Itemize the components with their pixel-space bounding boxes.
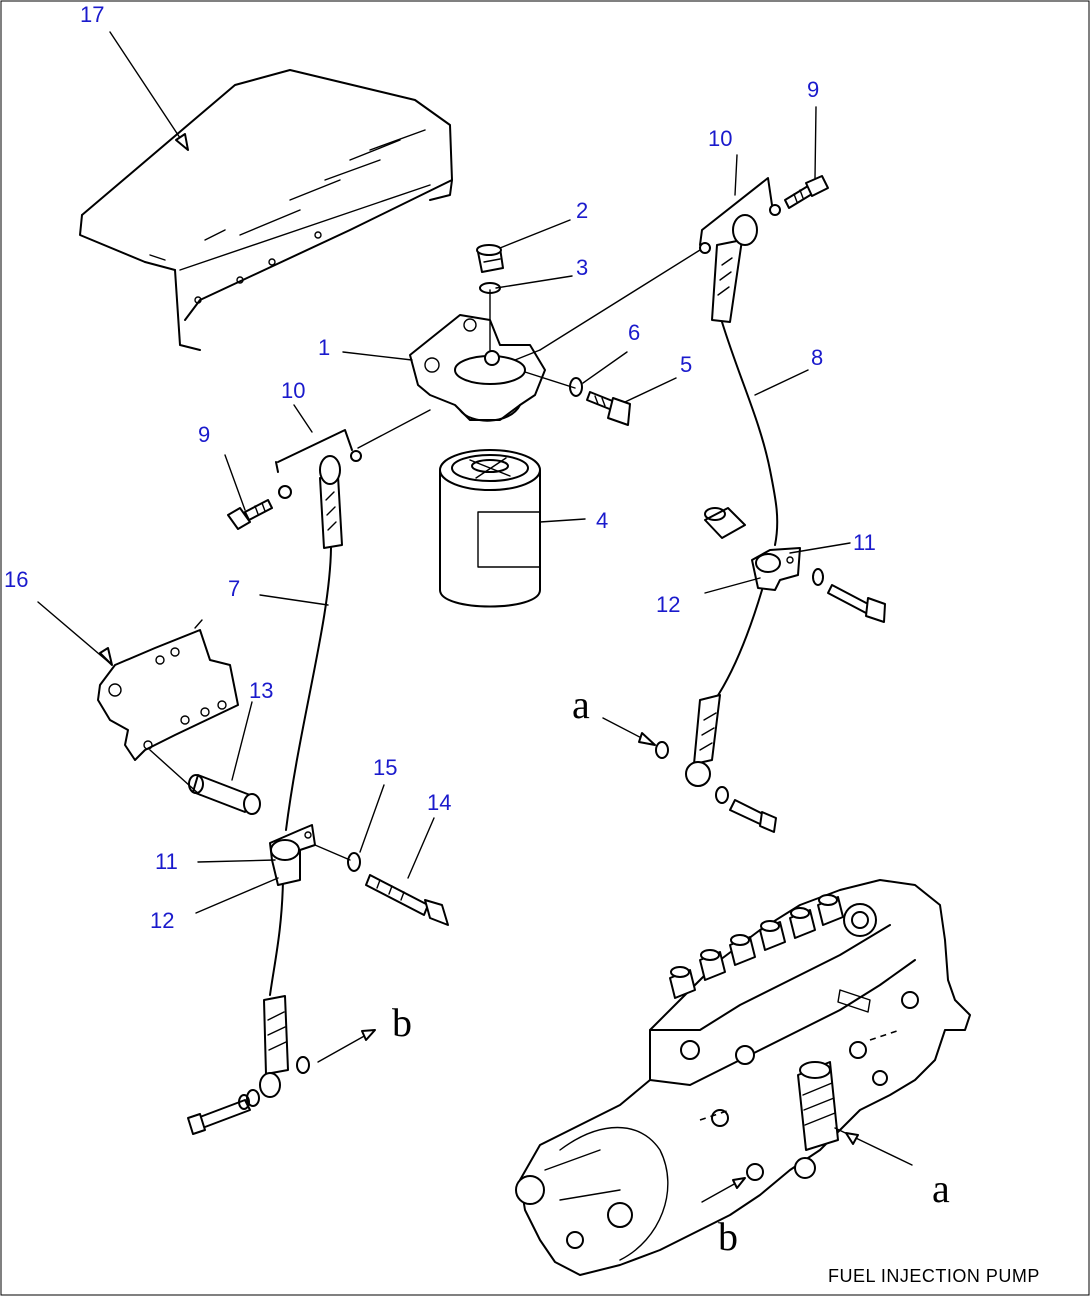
bolt-centerline: [524, 371, 576, 389]
bolt-right-clamp: [812, 568, 886, 623]
fuel-injection-pump: [515, 879, 971, 1276]
callout-10-right: 10: [708, 126, 732, 151]
leader-lines: [37, 31, 851, 914]
callout-6: 6: [628, 320, 640, 345]
filter-cartridge-part-4: [439, 449, 541, 608]
callout-15: 15: [373, 755, 397, 780]
callout-16: 16: [4, 567, 28, 592]
callout-9-left: 9: [198, 422, 210, 447]
clamp-part-11-right: [751, 547, 801, 591]
spacer-part-13: [188, 774, 261, 815]
callout-13: 13: [249, 678, 273, 703]
letter-b-left: b: [392, 1000, 412, 1045]
arrow-b-pump: [701, 1177, 746, 1203]
callout-10-left: 10: [281, 378, 305, 403]
clamp-left-connect-line: [314, 844, 351, 861]
callout-17: 17: [80, 2, 104, 27]
diagram-caption: FUEL INJECTION PUMP: [828, 1266, 1040, 1286]
hose-right-connect-line: [539, 249, 701, 351]
callouts: 17 2 3 1 6 5 4 9 10 8 10 9 7 11 12 16 13…: [4, 2, 876, 933]
bolt-part-5: [586, 391, 631, 426]
callout-5: 5: [680, 352, 692, 377]
plug-part-2: [476, 244, 504, 273]
callout-11-right: 11: [853, 530, 876, 555]
bolt-part-14: [365, 874, 449, 926]
delivery-valves: [669, 894, 844, 999]
callout-12-left: 12: [150, 908, 174, 933]
washer-part-15: [347, 852, 361, 872]
callout-7: 7: [228, 576, 240, 601]
callout-11-left: 11: [155, 849, 178, 874]
callout-12-right: 12: [656, 592, 680, 617]
letter-a-left: a: [572, 682, 590, 727]
hose-clamp-part-10-right: [699, 177, 781, 254]
clamp-part-11-left: [269, 824, 316, 886]
hose-part-8: [685, 214, 779, 787]
arrow-a-pump: [834, 1127, 913, 1166]
mount-plate-part-16: [97, 619, 239, 796]
hose-part-7: [259, 455, 343, 1098]
callout-3: 3: [576, 255, 588, 280]
callout-8: 8: [811, 345, 823, 370]
callout-14: 14: [427, 790, 451, 815]
callout-1: 1: [318, 335, 330, 360]
callout-9-right: 9: [807, 77, 819, 102]
engine-bracket-part-17: [79, 69, 453, 351]
letter-a-pump: a: [932, 1166, 950, 1211]
callout-4: 4: [596, 508, 608, 533]
letter-b-pump: b: [718, 1214, 738, 1259]
hose-left-connect-line: [357, 409, 431, 449]
callout-2: 2: [576, 198, 588, 223]
filter-head-part-1: [409, 314, 546, 422]
spacer-right: [704, 507, 746, 539]
hose-clamp-part-10-left: [275, 429, 362, 499]
arrow-a-left: [602, 717, 656, 746]
banjo-bolt-left: [187, 1056, 310, 1135]
bolt-part-9-left: [227, 499, 273, 530]
arrow-b-left: [317, 1029, 376, 1063]
banjo-bolt-right: [655, 741, 777, 833]
connection-letters: a b a b: [392, 682, 950, 1259]
bolt-part-9-right: [784, 175, 829, 209]
